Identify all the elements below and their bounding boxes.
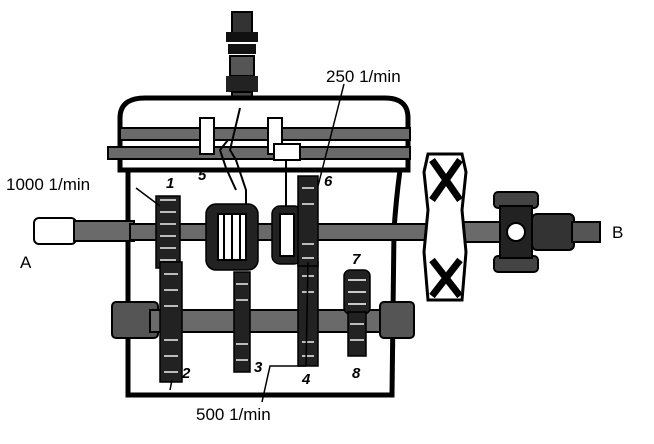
- gear-4: [297, 261, 319, 367]
- gear-number-5: 5: [198, 167, 207, 184]
- shift-fork-6: [273, 143, 301, 210]
- gear-2: [159, 261, 183, 383]
- gear-number-1: 1: [166, 175, 174, 192]
- gear-6: [271, 175, 319, 267]
- countershaft: [111, 301, 415, 339]
- leader-lines: [135, 83, 345, 403]
- gear-number-4: 4: [301, 371, 311, 388]
- gear-7: [343, 269, 371, 315]
- gear-number-6: 6: [324, 173, 333, 190]
- universal-joint: [493, 191, 601, 273]
- gear-3: [233, 271, 251, 373]
- gear-8: [347, 311, 367, 357]
- shift-fork-5: [218, 107, 247, 210]
- input-label-a: A: [20, 253, 32, 272]
- gear-number-7: 7: [352, 251, 361, 268]
- gear-number-2: 2: [181, 365, 191, 382]
- speed-label-bottom: 500 1/min: [196, 405, 271, 424]
- gear-1: [155, 195, 181, 269]
- speed-label-input: 1000 1/min: [6, 175, 90, 194]
- gear-5: [205, 203, 259, 271]
- gear-number-3: 3: [254, 359, 263, 376]
- speed-label-top: 250 1/min: [326, 67, 401, 86]
- gear-number-8: 8: [352, 365, 361, 382]
- output-label-b: B: [612, 223, 623, 242]
- flywheel: [422, 152, 468, 302]
